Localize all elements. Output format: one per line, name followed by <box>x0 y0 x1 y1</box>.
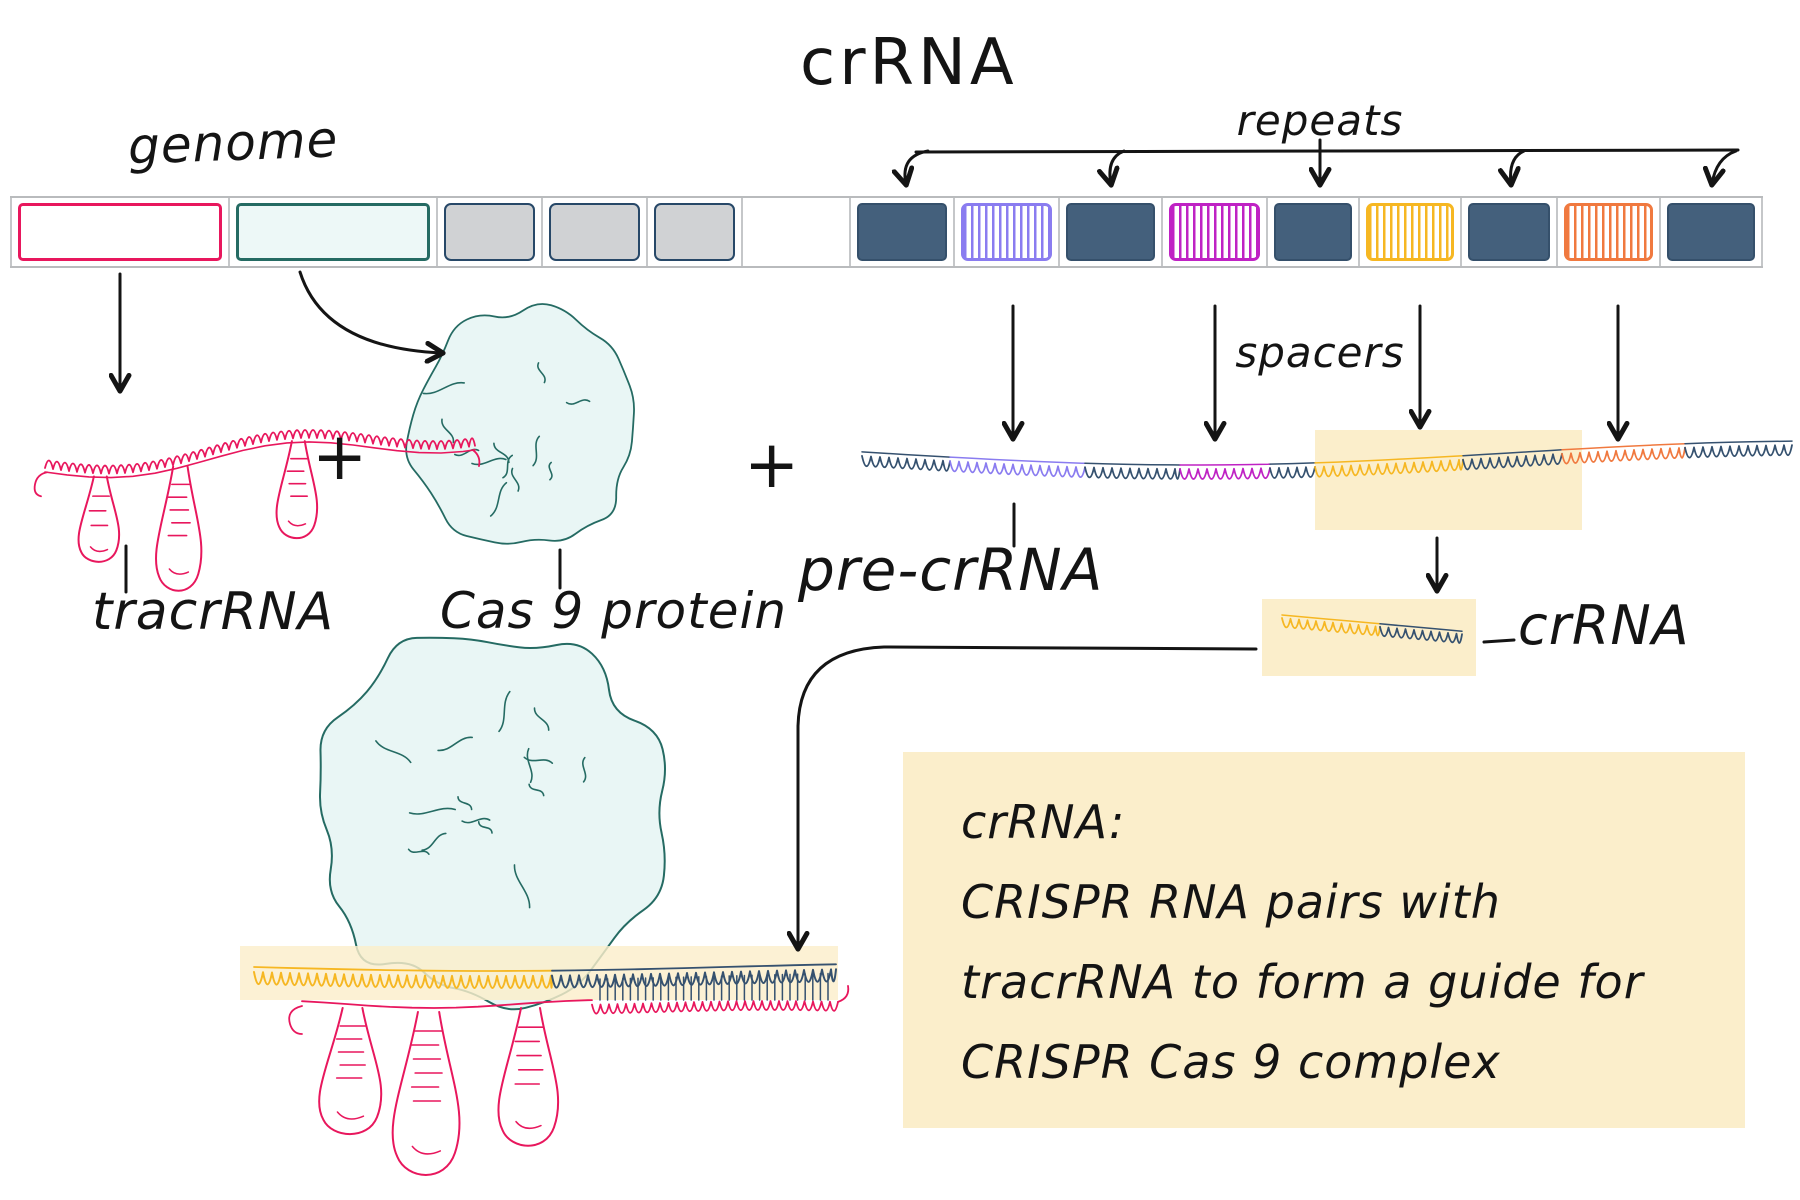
genome-segment-other-gene-3 <box>648 198 743 266</box>
tracrrna-label: tracrRNA <box>92 582 335 642</box>
genome-segment-other-gene-2 <box>543 198 648 266</box>
genome-segment-repeat-4 <box>1462 198 1558 266</box>
plus-sign-2: + <box>744 426 801 503</box>
highlight-pre-crrna-fragment <box>1315 430 1582 530</box>
pre-crrna-label: pre-crRNA <box>798 536 1104 604</box>
genome-bar <box>10 196 1763 268</box>
genome-segment-spacer-2 <box>1163 198 1268 266</box>
genome-segment-box-spacer-3 <box>1366 203 1454 261</box>
genome-segment-tracrRNA-gene <box>10 198 230 266</box>
infobox-line-2: CRISPR RNA pairs with <box>961 875 1501 929</box>
repeats-label: repeats <box>1236 96 1404 145</box>
genome-segment-repeat-1 <box>851 198 955 266</box>
diagram-title: crRNA <box>800 26 1018 100</box>
infobox-line-4: CRISPR Cas 9 complex <box>961 1035 1501 1089</box>
genome-segment-box-tracrRNA-gene <box>18 203 222 261</box>
genome-segment-box-repeat-2 <box>1066 203 1155 261</box>
genome-segment-spacer-4 <box>1558 198 1661 266</box>
crrna-label: crRNA <box>1518 594 1690 657</box>
genome-segment-box-spacer-2 <box>1169 203 1260 261</box>
crrna-definition-box: crRNA: CRISPR RNA pairs with tracrRNA to… <box>903 752 1745 1128</box>
genome-segment-repeat-2 <box>1060 198 1163 266</box>
infobox-line-1: crRNA: <box>961 795 1126 849</box>
genome-segment-box-repeat-1 <box>857 203 947 261</box>
cas9-protein-label: Cas 9 protein <box>440 582 788 640</box>
genome-segment-box-repeat-5 <box>1667 203 1755 261</box>
spacers-label: spacers <box>1235 328 1405 377</box>
genome-segment-spacer-1 <box>955 198 1060 266</box>
plus-sign-1: + <box>312 418 369 495</box>
genome-segment-box-other-gene-2 <box>549 203 640 261</box>
genome-segment-gap <box>743 198 851 266</box>
genome-segment-box-cas9-gene <box>236 203 430 261</box>
genome-segment-box-repeat-4 <box>1468 203 1550 261</box>
genome-segment-box-spacer-1 <box>961 203 1052 261</box>
genome-segment-box-other-gene-3 <box>654 203 735 261</box>
genome-segment-spacer-3 <box>1360 198 1462 266</box>
genome-segment-box-repeat-3 <box>1274 203 1352 261</box>
genome-label: genome <box>127 110 340 176</box>
genome-segment-box-other-gene-1 <box>444 203 535 261</box>
genome-segment-repeat-5 <box>1661 198 1763 266</box>
genome-segment-box-spacer-4 <box>1564 203 1653 261</box>
genome-segment-repeat-3 <box>1268 198 1360 266</box>
infobox-line-3: tracrRNA to form a guide for <box>961 955 1644 1009</box>
genome-segment-cas9-gene <box>230 198 438 266</box>
genome-segment-other-gene-1 <box>438 198 543 266</box>
